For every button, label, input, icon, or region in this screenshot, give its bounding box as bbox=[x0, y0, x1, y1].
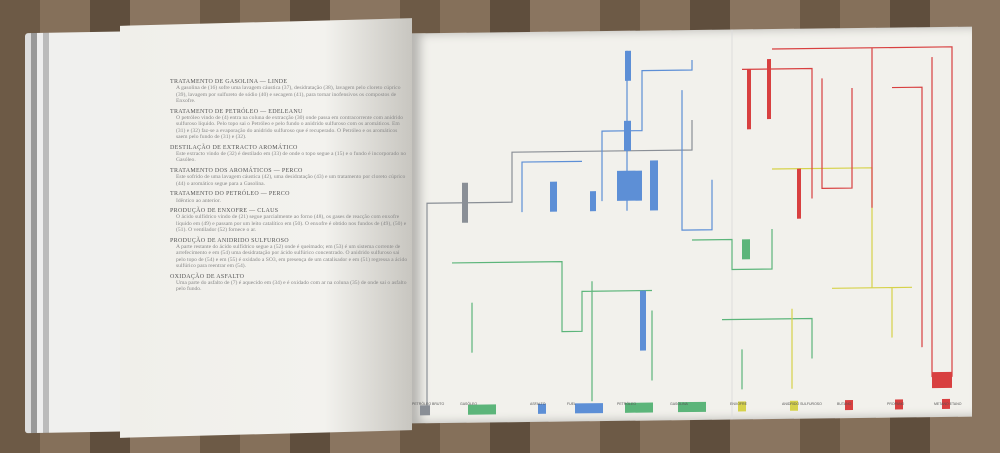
product-icon bbox=[420, 405, 430, 416]
section-body: Este sofrido de uma lavagem cáustica (42… bbox=[176, 174, 406, 187]
product-label: PETRÓLEO BRUTO bbox=[412, 402, 445, 406]
section-heading: DESTILAÇÃO DE EXTRACTO AROMÁTICO bbox=[170, 144, 298, 151]
yellow-line bbox=[772, 167, 912, 389]
product-label: BUTANO bbox=[837, 402, 852, 406]
column bbox=[625, 50, 631, 81]
product-label: PETRÓLEO bbox=[617, 402, 637, 406]
product-label: GASÓLEO bbox=[460, 402, 478, 406]
product-icon bbox=[790, 400, 798, 411]
product-icon bbox=[738, 401, 746, 412]
column bbox=[747, 69, 751, 130]
column bbox=[624, 120, 631, 151]
section-body: A gasolina de (16) sofre uma lavagem cáu… bbox=[176, 85, 401, 105]
product-label: ASFALTO bbox=[530, 402, 546, 406]
section-body: A parte restante do ácido sulfídrico seg… bbox=[176, 243, 408, 270]
green-line bbox=[452, 260, 653, 402]
product-label: METANO ETANO bbox=[934, 402, 962, 406]
product-icon bbox=[468, 404, 496, 415]
blue-line bbox=[626, 50, 713, 231]
product-label: ANIDRIDO SULFUROSO bbox=[782, 402, 822, 406]
column bbox=[590, 191, 596, 212]
column bbox=[767, 59, 771, 120]
product-icon bbox=[895, 399, 903, 410]
product-label: FUEL bbox=[567, 402, 576, 406]
section-heading: TRATAMENTO DE PETRÓLEO — EDELEANU bbox=[170, 108, 303, 115]
green-line bbox=[692, 229, 813, 390]
section-heading: TRATAMENTO DO PETRÓLEO — PERCO bbox=[170, 191, 290, 198]
section-body: Uma parte do asfalto de (7) é aquecido e… bbox=[176, 279, 407, 293]
crude-line bbox=[426, 119, 693, 414]
product-icon bbox=[538, 403, 546, 414]
process-flow-diagram bbox=[420, 29, 953, 420]
section-heading: PRODUÇÃO DE ANIDRIDO SULFUROSO bbox=[170, 237, 289, 244]
product-label: GASOLINA bbox=[670, 402, 688, 406]
column bbox=[640, 290, 646, 351]
red-line bbox=[742, 46, 953, 378]
blue-line bbox=[521, 59, 693, 213]
gas-tank bbox=[932, 371, 952, 389]
column bbox=[650, 160, 658, 211]
product-label: PROPANO bbox=[887, 402, 905, 406]
section-heading: TRATAMENTO DE GASOLINA — LINDE bbox=[170, 79, 288, 85]
column bbox=[550, 181, 557, 212]
product-icon bbox=[575, 403, 603, 414]
column bbox=[462, 182, 468, 223]
section-body: Este extracto vindo de (32) é destilado … bbox=[176, 151, 407, 164]
product-icon bbox=[625, 402, 653, 413]
section-body: Idêntico ao anterior. bbox=[176, 197, 221, 204]
product-icon bbox=[942, 398, 950, 409]
product-icon bbox=[845, 400, 853, 411]
section-heading: OXIDAÇÃO DE ASFALTO bbox=[170, 273, 245, 280]
section-body: O ácido sulfídrico vindo de (21) segue p… bbox=[176, 214, 407, 234]
product-label: ENXOFRE bbox=[730, 402, 747, 406]
column bbox=[617, 170, 642, 201]
diagram-page bbox=[412, 26, 972, 424]
product-icon bbox=[678, 401, 706, 413]
column bbox=[797, 168, 801, 219]
vessel bbox=[742, 239, 750, 260]
section-body: O petróleo vindo de (4) entra na coluna … bbox=[176, 115, 404, 141]
section-heading: PRODUÇÃO DE ENXOFRE — CLAUS bbox=[170, 207, 279, 214]
section-heading: TRATAMENTO DOS AROMÁTICOS — PERCO bbox=[170, 167, 303, 174]
